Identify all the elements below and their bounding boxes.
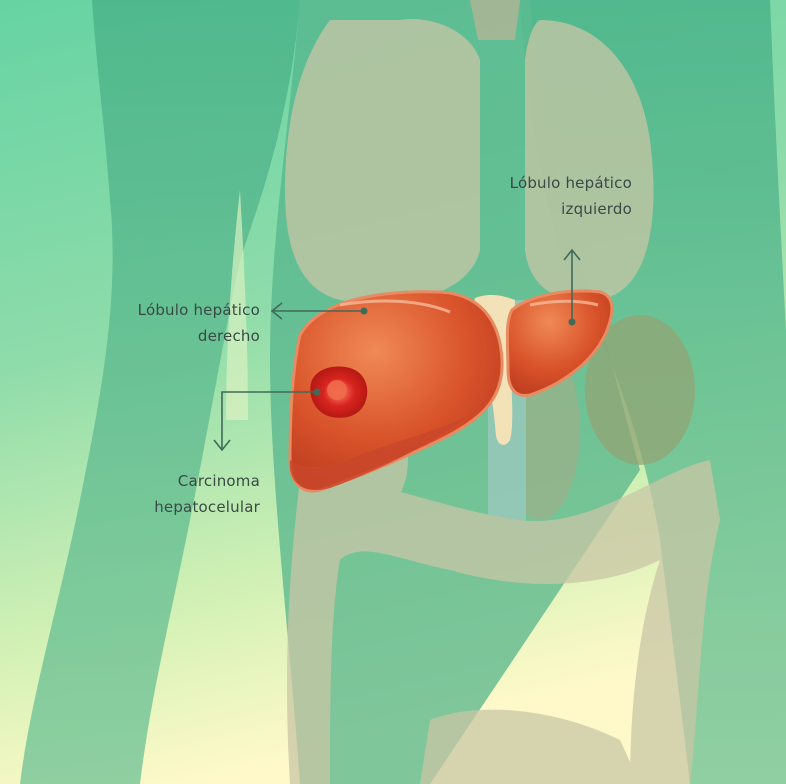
label-right-lobe-line1: Lóbulo hepático xyxy=(100,297,260,323)
label-left-lobe-line2: izquierdo xyxy=(470,196,632,222)
label-carcinoma: Carcinoma hepatocelular xyxy=(100,468,260,520)
label-carcinoma-line2: hepatocelular xyxy=(100,494,260,520)
label-left-lobe-line1: Lóbulo hepático xyxy=(470,170,632,196)
label-right-lobe: Lóbulo hepático derecho xyxy=(100,297,260,349)
label-left-lobe: Lóbulo hepático izquierdo xyxy=(470,170,632,222)
label-right-lobe-line2: derecho xyxy=(100,323,260,349)
label-carcinoma-line1: Carcinoma xyxy=(100,468,260,494)
